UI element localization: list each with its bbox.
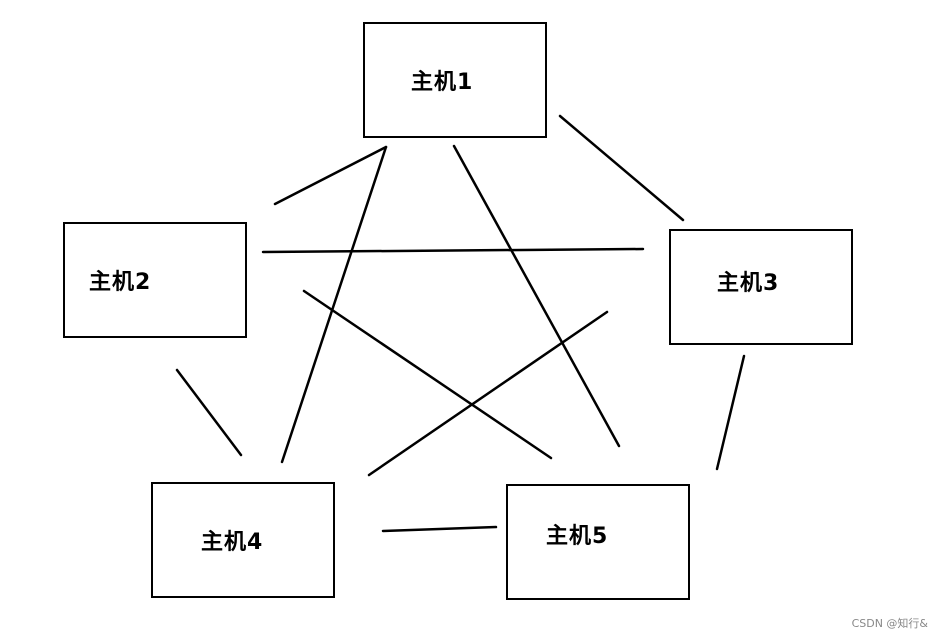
- host-node-2[interactable]: 主机2: [63, 222, 247, 338]
- host-node-3[interactable]: 主机3: [669, 229, 853, 345]
- host-label-3: 主机3: [717, 271, 780, 296]
- connection-line: [367, 310, 609, 477]
- host-node-5[interactable]: 主机5: [506, 484, 690, 600]
- watermark: CSDN @知行&: [851, 617, 928, 630]
- connection-line: [715, 354, 746, 471]
- connection-line: [381, 525, 498, 533]
- connection-line: [558, 114, 685, 222]
- connection-line: [280, 145, 388, 464]
- connection-line: [273, 145, 388, 206]
- connection-line: [452, 144, 621, 448]
- host-label-5: 主机5: [546, 524, 609, 549]
- host-label-4: 主机4: [201, 530, 264, 555]
- host-node-1[interactable]: 主机1: [363, 22, 547, 138]
- connection-line: [261, 247, 645, 254]
- host-label-2: 主机2: [89, 270, 152, 295]
- host-label-1: 主机1: [411, 70, 474, 95]
- connection-line: [302, 289, 553, 460]
- host-node-4[interactable]: 主机4: [151, 482, 335, 598]
- connection-line: [175, 368, 243, 457]
